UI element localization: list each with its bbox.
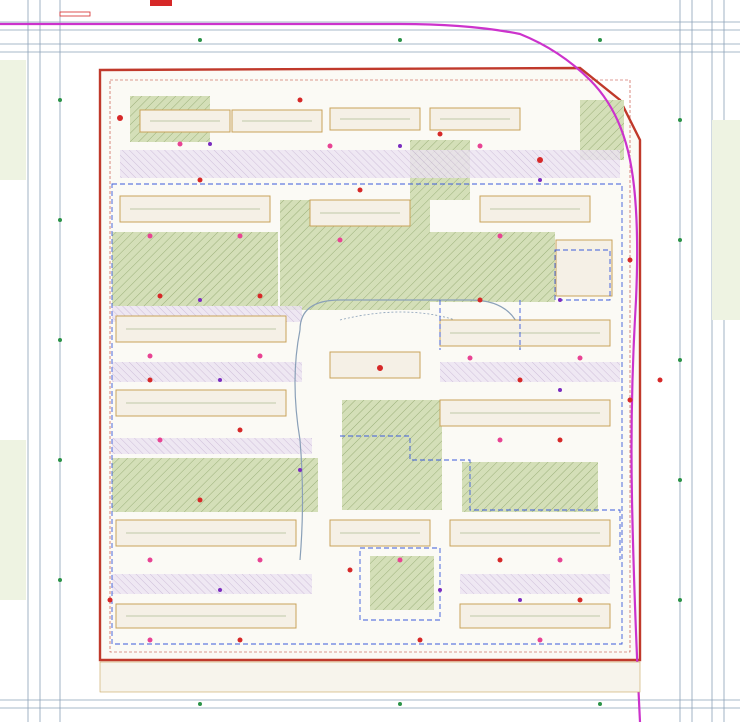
bottom-landscape-strip (99, 661, 641, 693)
markers-green (58, 38, 682, 706)
inner-setback-line (109, 79, 631, 653)
markers-pink (147, 141, 583, 643)
central-walkway (294, 299, 521, 561)
left-street-greenery (0, 60, 740, 600)
markers-purple (198, 142, 562, 602)
circulation-zones (112, 150, 620, 594)
dashed-boundaries (111, 183, 623, 645)
building-commercial (555, 239, 613, 297)
building-row4-b (329, 351, 421, 379)
building-details (126, 118, 600, 617)
entry-markers (59, 0, 172, 17)
markers-red (107, 97, 663, 643)
transit-line (0, 22, 642, 722)
